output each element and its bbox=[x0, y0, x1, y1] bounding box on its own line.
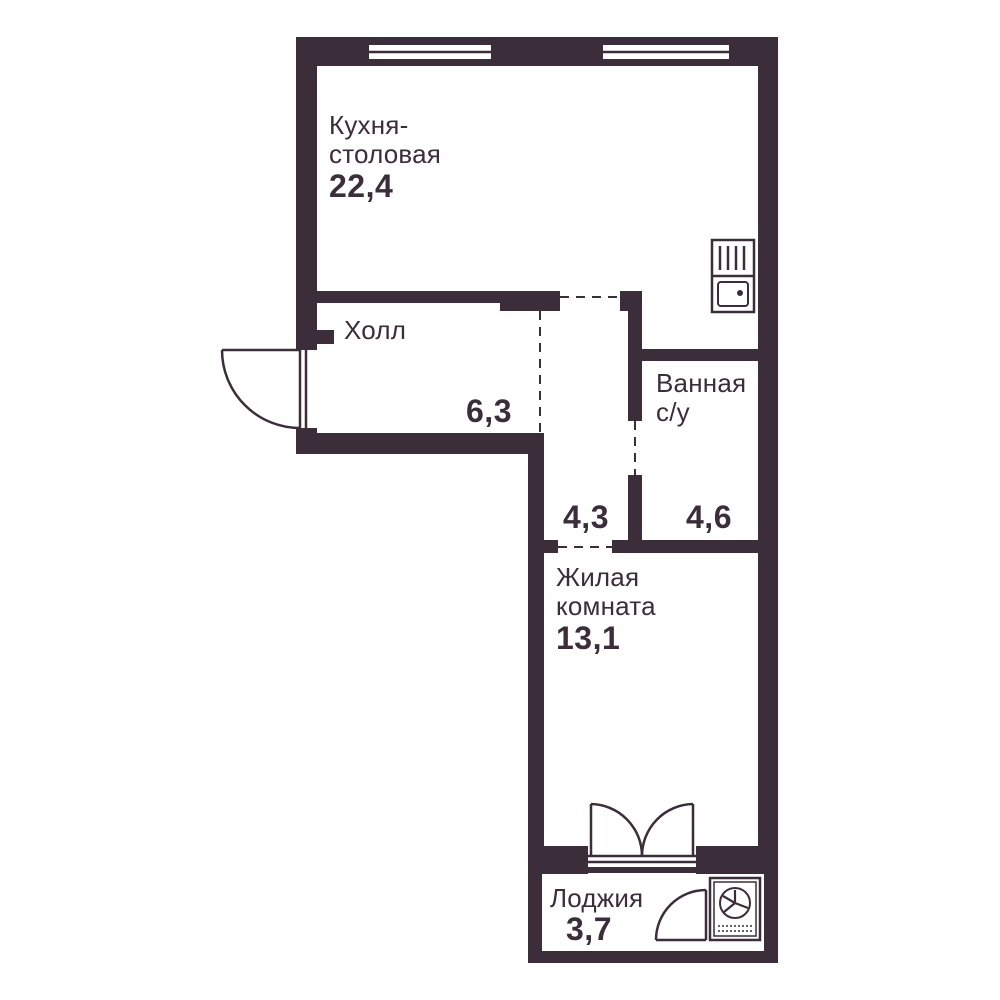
bathroom-name-line1: Ванная bbox=[656, 368, 747, 398]
sink-icon bbox=[710, 238, 756, 314]
corridor-area: 4,3 bbox=[563, 499, 609, 535]
door-swing-icon bbox=[220, 348, 308, 430]
wall-bath-top bbox=[628, 349, 778, 361]
wall-right bbox=[758, 37, 778, 867]
wall-left-upper bbox=[296, 37, 317, 350]
wall-hall-bottom bbox=[296, 433, 544, 454]
wall-kitchen-hall-stub bbox=[500, 291, 560, 311]
door-swing-icon bbox=[588, 802, 696, 864]
wall-living-left bbox=[528, 433, 544, 867]
wall-loggia-bottom bbox=[528, 951, 778, 963]
hall-name: Холл bbox=[344, 315, 407, 345]
kitchen-name-line2: столовая bbox=[329, 139, 442, 169]
wall-corridor-bottom-stub bbox=[528, 540, 558, 553]
bathroom-area: 4,6 bbox=[686, 499, 732, 535]
bathroom-name-line2: с/у bbox=[656, 397, 690, 427]
living-name-line1: Жилая bbox=[556, 562, 640, 592]
hall-area: 6,3 bbox=[466, 393, 512, 429]
wall-hall-niche bbox=[296, 330, 334, 344]
wall-loggia-left bbox=[528, 867, 542, 963]
kitchen-name-line1: Кухня- bbox=[329, 110, 409, 140]
wall-bath-left-lower bbox=[628, 475, 642, 553]
loggia-name: Лоджия bbox=[550, 883, 644, 913]
door-swing-icon bbox=[654, 888, 708, 942]
living-area: 13,1 bbox=[556, 620, 621, 656]
wall-bath-bottom bbox=[612, 540, 778, 553]
kitchen-area: 22,4 bbox=[329, 168, 394, 204]
air-conditioner-icon bbox=[708, 876, 762, 942]
wall-kitchen-hall bbox=[296, 291, 540, 303]
loggia-area: 3,7 bbox=[566, 911, 612, 947]
wall-loggia-top bbox=[528, 867, 778, 873]
wall-loggia-right bbox=[764, 867, 778, 963]
living-name-line2: комната bbox=[556, 591, 656, 621]
